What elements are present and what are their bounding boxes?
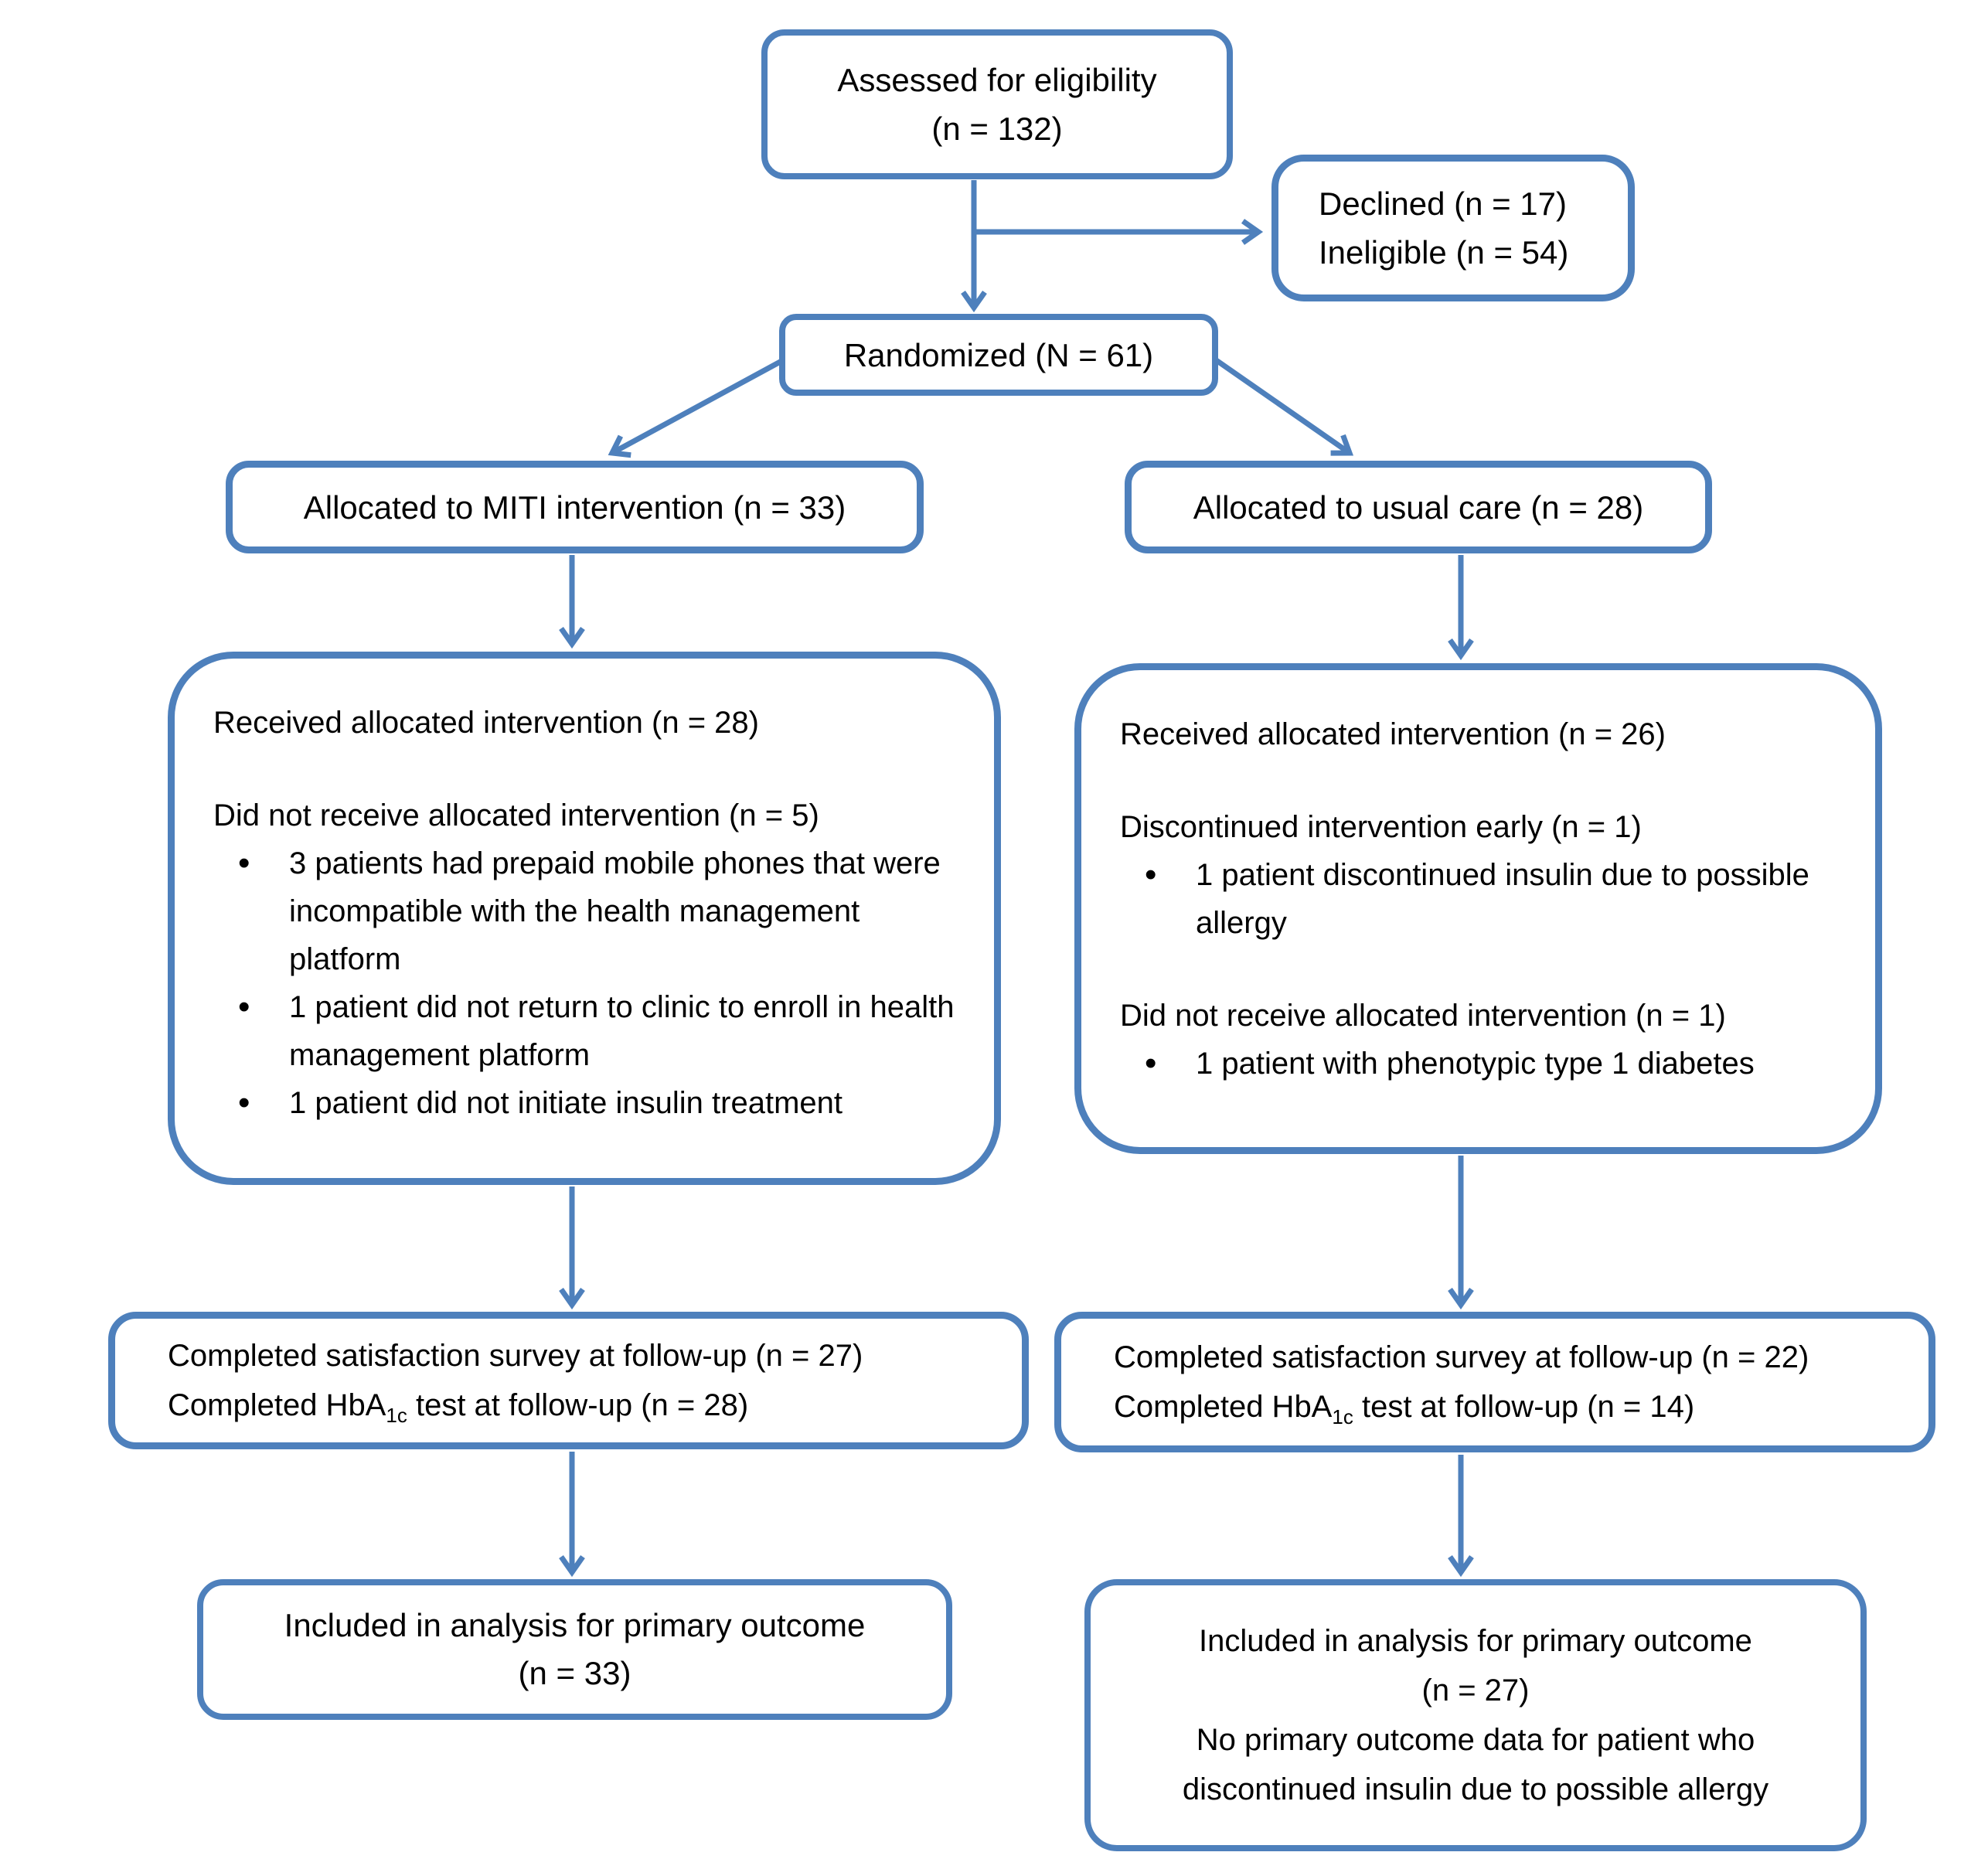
usual-analysis-line1: Included in analysis for primary outcome <box>1199 1624 1752 1658</box>
hba1c-subscript: 1c <box>386 1404 407 1427</box>
usual-discontinued-reasons: 1 patient discontinued insulin due to po… <box>1120 851 1837 947</box>
flowchart-box-miti-intervention-detail: Received allocated intervention (n = 28)… <box>168 652 1001 1185</box>
usual-not-received-reasons: 1 patient with phenotypic type 1 diabete… <box>1120 1040 1837 1088</box>
list-item: 1 patient did not initiate insulin treat… <box>213 1079 955 1127</box>
usual-received-label: Received allocated intervention (n = 26) <box>1120 717 1666 751</box>
ineligible-count: Ineligible (n = 54) <box>1319 234 1569 271</box>
miti-analysis-count: (n = 33) <box>518 1655 631 1691</box>
declined-count: Declined (n = 17) <box>1319 186 1568 222</box>
arrow-randomized-to-alloc-miti <box>608 356 786 458</box>
flowchart-box-allocated-usual-care: Allocated to usual care (n = 28) <box>1125 461 1712 553</box>
flowchart-box-usual-analysis: Included in analysis for primary outcome… <box>1084 1579 1867 1851</box>
miti-satisfaction-survey-line: Completed satisfaction survey at follow-… <box>168 1339 863 1373</box>
usual-analysis-count: (n = 27) <box>1421 1673 1530 1707</box>
usual-not-received-label: Did not receive allocated intervention (… <box>1120 999 1726 1033</box>
assessed-line1: Assessed for eligibility <box>837 62 1157 98</box>
miti-not-received-label: Did not receive allocated intervention (… <box>213 798 819 832</box>
flowchart-box-usual-care-detail: Received allocated intervention (n = 26)… <box>1074 663 1882 1154</box>
flowchart-box-assessed-for-eligibility: Assessed for eligibility (n = 132) <box>761 29 1233 179</box>
flowchart-box-randomized: Randomized (N = 61) <box>779 314 1218 396</box>
allocated-miti-label: Allocated to MITI intervention (n = 33) <box>303 489 846 526</box>
miti-analysis-line1: Included in analysis for primary outcome <box>284 1607 866 1643</box>
flowchart-box-allocated-miti: Allocated to MITI intervention (n = 33) <box>226 461 924 553</box>
usual-hba1c-line: Completed HbA1c test at follow-up (n = 1… <box>1114 1390 1695 1428</box>
miti-hba1c-line: Completed HbA1c test at follow-up (n = 2… <box>168 1388 749 1427</box>
list-item: 3 patients had prepaid mobile phones tha… <box>213 839 955 983</box>
usual-analysis-note-line2: discontinued insulin due to possible all… <box>1182 1772 1769 1806</box>
arrow-randomized-to-alloc-usual <box>1214 357 1354 456</box>
usual-analysis-note-line1: No primary outcome data for patient who <box>1196 1723 1755 1757</box>
usual-discontinued-label: Discontinued intervention early (n = 1) <box>1120 810 1642 844</box>
flowchart-box-miti-followup: Completed satisfaction survey at follow-… <box>108 1312 1029 1449</box>
allocated-usual-label: Allocated to usual care (n = 28) <box>1193 489 1644 526</box>
hba1c-subscript: 1c <box>1332 1405 1353 1428</box>
miti-not-received-reasons: 3 patients had prepaid mobile phones tha… <box>213 839 955 1127</box>
list-item: 1 patient did not return to clinic to en… <box>213 983 955 1079</box>
flowchart-box-usual-followup: Completed satisfaction survey at follow-… <box>1054 1312 1935 1452</box>
usual-satisfaction-survey-line: Completed satisfaction survey at follow-… <box>1114 1340 1809 1374</box>
miti-received-label: Received allocated intervention (n = 28) <box>213 706 759 740</box>
flowchart-box-excluded: Declined (n = 17) Ineligible (n = 54) <box>1271 155 1635 301</box>
flowchart-box-miti-analysis: Included in analysis for primary outcome… <box>197 1579 952 1720</box>
list-item: 1 patient with phenotypic type 1 diabete… <box>1120 1040 1837 1088</box>
list-item: 1 patient discontinued insulin due to po… <box>1120 851 1837 947</box>
randomized-label: Randomized (N = 61) <box>843 336 1154 373</box>
assessed-count: (n = 132) <box>931 111 1063 147</box>
